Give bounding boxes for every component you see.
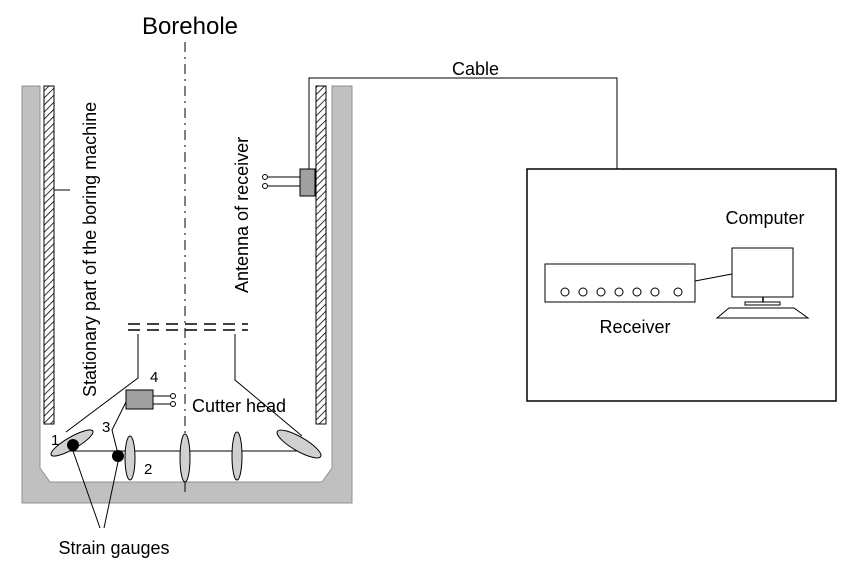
- antenna-contact-1: [262, 174, 268, 180]
- receiver-indicator-3: [596, 287, 606, 297]
- strain-gauge-pointer-1: [72, 450, 101, 529]
- receiver-indicator-2: [578, 287, 588, 297]
- receiver-indicator-4: [614, 287, 624, 297]
- antenna-module: [299, 168, 316, 197]
- label-computer: Computer: [725, 208, 804, 228]
- computer-keyboard: [715, 307, 810, 319]
- marker-2: 2: [144, 461, 152, 478]
- strain-gauge-pointer-2: [103, 461, 119, 529]
- marker-4: 4: [150, 369, 158, 386]
- strain-gauge-1: [67, 439, 79, 451]
- receiver-computer-link: [694, 273, 733, 282]
- label-strain-gauges: Strain gauges: [58, 538, 169, 558]
- borehole-wall: [21, 85, 353, 504]
- cutter-disc-2: [124, 435, 136, 481]
- label-receiver: Receiver: [599, 317, 670, 337]
- computer-icon: [715, 247, 810, 319]
- transmitter-contact-1: [170, 393, 176, 399]
- marker-3: 3: [102, 419, 110, 436]
- computer-monitor: [731, 247, 794, 298]
- antenna-contact-2: [262, 183, 268, 189]
- cutter-head-frame-left: [65, 334, 139, 433]
- title-borehole: Borehole: [142, 13, 238, 40]
- receiver-indicator-7: [673, 287, 683, 297]
- computer-base: [744, 301, 781, 306]
- cutter-head-frame-right: [234, 334, 303, 437]
- transmitter-contact-2: [170, 401, 176, 407]
- cutter-disc-4: [231, 431, 243, 481]
- transmitter-module: [125, 389, 154, 410]
- strain-gauge-2: [112, 450, 124, 462]
- label-antenna: Antenna of receiver: [232, 137, 252, 293]
- label-cable: Cable: [452, 59, 499, 79]
- receiver-indicator-5: [632, 287, 642, 297]
- cutter-disc-3: [179, 433, 191, 483]
- stationary-bar-left: [43, 85, 55, 425]
- label-stationary-part: Stationary part of the boring machine: [80, 102, 100, 397]
- cutter-disc-5: [276, 429, 322, 459]
- gauge-wire: [111, 401, 127, 455]
- stationary-bar-right: [315, 85, 327, 425]
- receiver-indicators: [560, 287, 683, 297]
- marker-1: 1: [51, 432, 59, 449]
- receiver-indicator-1: [560, 287, 570, 297]
- label-cutter-head: Cutter head: [192, 396, 286, 416]
- receiver-indicator-6: [650, 287, 660, 297]
